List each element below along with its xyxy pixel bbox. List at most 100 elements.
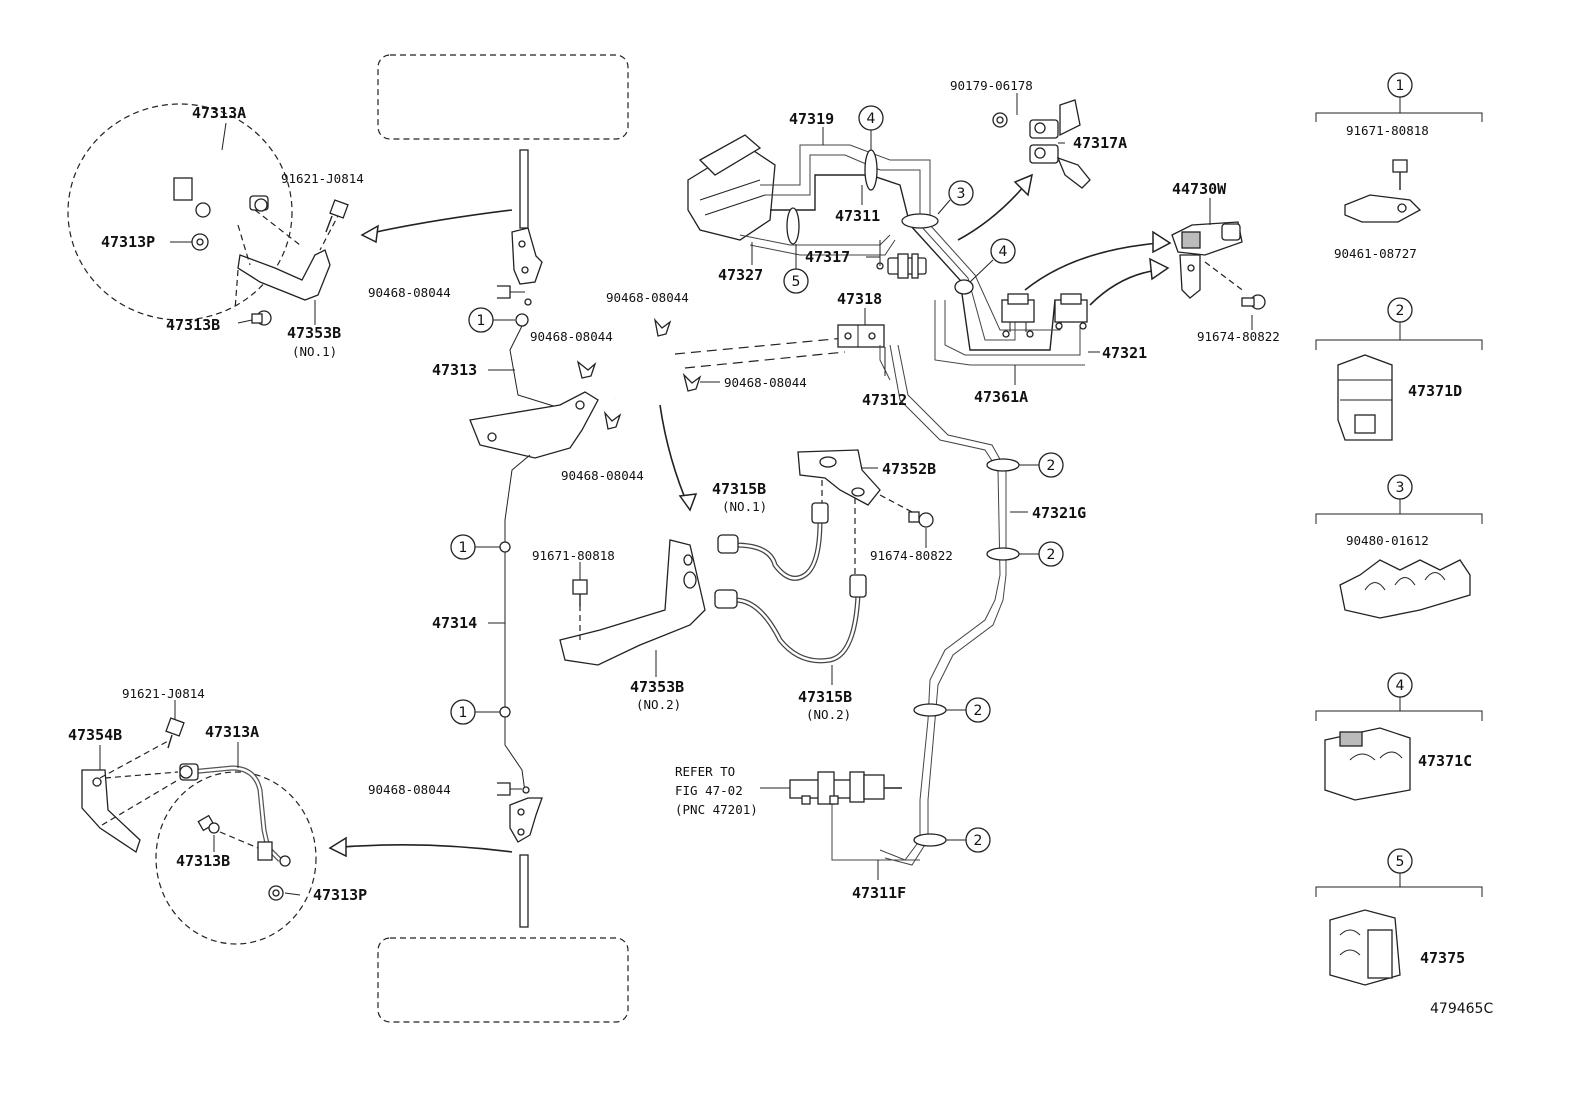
label-91671-mid: 91671-80818 xyxy=(532,548,615,563)
part-47313P-top xyxy=(191,233,209,251)
master-cylinder xyxy=(789,771,902,805)
legend-3-part: 90480-01612 xyxy=(1346,533,1429,548)
abs-unit-44730W xyxy=(1171,221,1243,299)
shaft-top xyxy=(519,149,529,229)
label-refer-3: (PNC 47201) xyxy=(675,802,758,817)
label-refer-1: REFER TO xyxy=(675,764,735,779)
legend-3-num: 3 xyxy=(1396,480,1405,496)
label-47321: 47321 xyxy=(1102,344,1147,362)
bracket-top-center xyxy=(511,227,543,285)
detail-circle-bottom-left xyxy=(155,771,317,945)
label-47321G: 47321G xyxy=(1032,504,1086,522)
label-47311F: 47311F xyxy=(852,884,906,902)
bracket-47354B xyxy=(81,769,141,854)
joint-47318 xyxy=(837,324,885,348)
bracket-47317A xyxy=(1029,99,1091,189)
label-47318: 47318 xyxy=(837,290,882,308)
pipe-47314 xyxy=(504,454,531,793)
label-47313B-bottom: 47313B xyxy=(176,852,230,870)
legend-item-1: 1 91671-80818 90461-08727 xyxy=(1315,72,1483,261)
label-47315B-no1: 47315B xyxy=(712,480,766,498)
label-refer-2: FIG 47-02 xyxy=(675,783,743,798)
bracket-47353B-no1 xyxy=(237,249,331,301)
legend-item-2: 2 47371D xyxy=(1315,297,1483,441)
label-90468-f: 90468-08044 xyxy=(368,782,451,797)
label-90468-a: 90468-08044 xyxy=(368,285,451,300)
label-47317: 47317 xyxy=(805,248,850,266)
label-90468-e: 90468-08044 xyxy=(561,468,644,483)
label-no1-b: (NO.1) xyxy=(722,499,767,514)
clamp-oval-4a xyxy=(864,149,878,191)
legend-5-part: 47375 xyxy=(1420,949,1465,967)
arrow-to-44730W-a xyxy=(1024,242,1161,291)
label-47354B: 47354B xyxy=(68,726,122,744)
clip-90468-f xyxy=(497,782,522,796)
detail-circle-top-left xyxy=(67,103,293,321)
callout-1-c-num: 1 xyxy=(459,705,468,721)
bolt-91674-center xyxy=(908,511,934,528)
label-no2-b: (NO.2) xyxy=(806,707,851,722)
legend-2-num: 2 xyxy=(1396,303,1405,319)
label-47313: 47313 xyxy=(432,361,477,379)
legend-5-num: 5 xyxy=(1396,854,1405,870)
pipe-47313 xyxy=(509,325,561,409)
legend-item-3: 3 90480-01612 xyxy=(1315,474,1483,619)
diagram-id: 479465C xyxy=(1430,1001,1493,1017)
callout-5-num: 5 xyxy=(792,274,801,290)
arrow-to-44730W-b xyxy=(1089,269,1159,306)
legend-4-part: 47371C xyxy=(1418,752,1472,770)
clip-90468-b xyxy=(653,317,672,337)
callout-4-b-num: 4 xyxy=(999,244,1008,260)
arrow-to-47317A xyxy=(957,184,1026,241)
label-90468-b: 90468-08044 xyxy=(606,290,689,305)
bolt-91674-right xyxy=(1241,294,1266,310)
shaft-bottom xyxy=(519,854,529,928)
callout-1-b-num: 1 xyxy=(459,540,468,556)
part-47313P-bottom xyxy=(268,885,284,901)
label-47361A: 47361A xyxy=(974,388,1028,406)
clip-90468-d xyxy=(682,372,702,392)
bolt-91621-top xyxy=(325,199,349,233)
label-47353B-no2: 47353B xyxy=(630,678,684,696)
callout-4-b xyxy=(990,238,1016,264)
callout-4-a-num: 4 xyxy=(867,111,876,127)
label-47313P-bottom: 47313P xyxy=(313,886,367,904)
module-47327 xyxy=(687,134,776,241)
label-47327: 47327 xyxy=(718,266,763,284)
clamp-oval-3 xyxy=(901,213,939,229)
label-91674-a: 91674-80822 xyxy=(1197,329,1280,344)
label-no1-a: (NO.1) xyxy=(292,344,337,359)
callout-2-c-num: 2 xyxy=(974,703,983,719)
clamp-oval-4b xyxy=(954,279,974,295)
valve-block-47321-right xyxy=(1054,293,1088,330)
label-90468-d: 90468-08044 xyxy=(724,375,807,390)
hose-47313A-top xyxy=(181,136,259,206)
label-90468-c: 90468-08044 xyxy=(530,329,613,344)
label-44730W: 44730W xyxy=(1172,180,1227,198)
wheel-outline-top xyxy=(377,54,629,140)
hose-47315B-no2 xyxy=(714,574,867,664)
legend-4-num: 4 xyxy=(1396,678,1405,694)
label-no2-a: (NO.2) xyxy=(636,697,681,712)
arrow-bottom-left xyxy=(329,844,513,853)
callout-2-b-num: 2 xyxy=(1047,547,1056,563)
clamp-oval-5 xyxy=(786,207,800,245)
callout-3-num: 3 xyxy=(957,186,966,202)
label-47315B-no2: 47315B xyxy=(798,688,852,706)
bolt-91621-bottom xyxy=(165,717,185,749)
callout-2-a-num: 2 xyxy=(1047,458,1056,474)
label-47312: 47312 xyxy=(862,391,907,409)
legend-2-part: 47371D xyxy=(1408,382,1462,400)
label-47311: 47311 xyxy=(835,207,880,225)
label-90179: 90179-06178 xyxy=(950,78,1033,93)
bolt-47313B-top xyxy=(251,310,272,326)
arrow-top-left xyxy=(361,209,513,236)
callout-2-d-num: 2 xyxy=(974,833,983,849)
label-47319: 47319 xyxy=(789,110,834,128)
legend-item-4: 4 47371C xyxy=(1315,672,1483,801)
bolt-90179 xyxy=(992,112,1008,128)
hose-47315B-no1 xyxy=(717,502,829,581)
bracket-47352B xyxy=(797,449,881,506)
pipes-47312-center xyxy=(604,337,846,400)
label-47313B-top: 47313B xyxy=(166,316,220,334)
